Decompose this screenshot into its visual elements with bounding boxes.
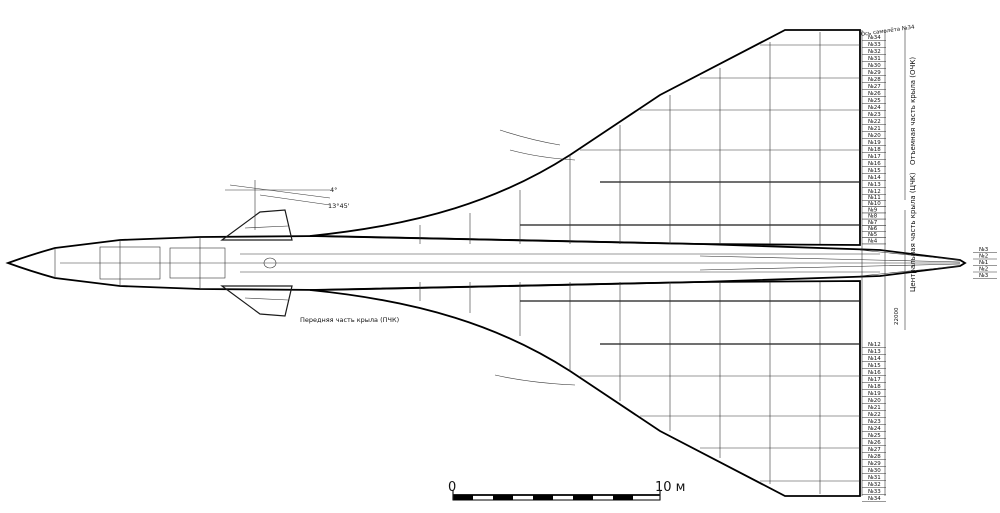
rib-label: №34 [868, 35, 881, 41]
center-wing-label: Центральная часть крыла (ЦЧК) [909, 172, 917, 292]
rib-label: №25 [868, 433, 881, 439]
rib-label: №22 [868, 119, 881, 125]
rib-label: №31 [868, 475, 881, 481]
rib-label: №29 [868, 461, 881, 467]
rib-label: №3 [979, 247, 989, 253]
rib-label: №32 [868, 482, 881, 488]
rib-label: №13 [868, 349, 881, 355]
rib-label: №8 [868, 214, 878, 220]
rib-labels-lower: №12№13№14№15№16№17№18№19№20№21№22№23№24№… [862, 342, 886, 502]
rib-label: №10 [868, 201, 881, 207]
rib-label: №34 [868, 496, 881, 502]
angle-markers [225, 180, 331, 230]
rib-label: №25 [868, 98, 881, 104]
rib-label: №9 [868, 207, 878, 213]
rib-label: №24 [868, 426, 881, 432]
canard-lower [220, 285, 293, 317]
scale-zero-label: 0 [448, 480, 456, 495]
wing-lower [309, 280, 861, 497]
rib-label: №22 [868, 412, 881, 418]
rib-label: №33 [868, 42, 881, 48]
rib-label: №17 [868, 377, 881, 383]
rib-label: №15 [868, 168, 881, 174]
rib-label: №26 [868, 91, 881, 97]
rib-label: №19 [868, 140, 881, 146]
rib-label: №18 [868, 384, 881, 390]
outer-wing-label: Отъемная часть крыла (ОЧК) [909, 57, 917, 165]
wing-upper [309, 29, 861, 246]
dimension-lines [861, 28, 906, 496]
rib-label: №27 [868, 447, 881, 453]
rib-label: №12 [868, 189, 881, 195]
rib-label: №23 [868, 112, 881, 118]
rib-label: №20 [868, 133, 881, 139]
rib-label: №7 [868, 220, 878, 226]
angle-large-label: 13°45' [328, 202, 350, 210]
rib-label: №24 [868, 105, 881, 111]
angle-small-label: 4° [330, 186, 337, 194]
scale-bar: 0 10 м [448, 480, 685, 501]
rib-label: №13 [868, 182, 881, 188]
rib-label: №18 [868, 147, 881, 153]
rib-label: №5 [868, 232, 878, 238]
rib-label: №17 [868, 154, 881, 160]
rib-label: №2 [979, 254, 988, 260]
rib-label: №16 [868, 370, 881, 376]
rib-label: №4 [868, 238, 878, 244]
fuselage [5, 235, 967, 291]
rib-label: №32 [868, 49, 881, 55]
rib-label: №33 [868, 489, 881, 495]
dim-22000-label: 22000 [894, 307, 900, 325]
scale-ten-label: 10 м [655, 480, 685, 495]
rib-label: №2 [979, 267, 988, 273]
rib-label: №27 [868, 84, 881, 90]
rib-label: №21 [868, 405, 881, 411]
rib-label: №31 [868, 56, 881, 62]
rib-label: №19 [868, 391, 881, 397]
rib-label: №6 [868, 226, 878, 232]
rib-label: №14 [868, 356, 881, 362]
front-wing-label: Передняя часть крыла (ПЧК) [300, 316, 399, 324]
rib-label: №16 [868, 161, 881, 167]
rib-label: №12 [868, 342, 881, 348]
rib-label: №14 [868, 175, 881, 181]
rib-label: №1 [979, 260, 988, 266]
rib-label: №20 [868, 398, 881, 404]
rib-label: №21 [868, 126, 881, 132]
rib-label: №30 [868, 468, 881, 474]
rib-label: №11 [868, 195, 881, 201]
rib-label: №30 [868, 63, 881, 69]
rib-label: №15 [868, 363, 881, 369]
rib-label: №3 [979, 273, 989, 279]
tail-section [699, 249, 961, 277]
rib-labels-upper: №34№33№32№31№30№29№28№27№26№25№24№23№22№… [862, 35, 886, 195]
rib-label: №28 [868, 454, 881, 460]
canard-upper [220, 209, 293, 241]
rib-label: №28 [868, 77, 881, 83]
rib-label: №26 [868, 440, 881, 446]
rib-label: №23 [868, 419, 881, 425]
rib-label: №29 [868, 70, 881, 76]
